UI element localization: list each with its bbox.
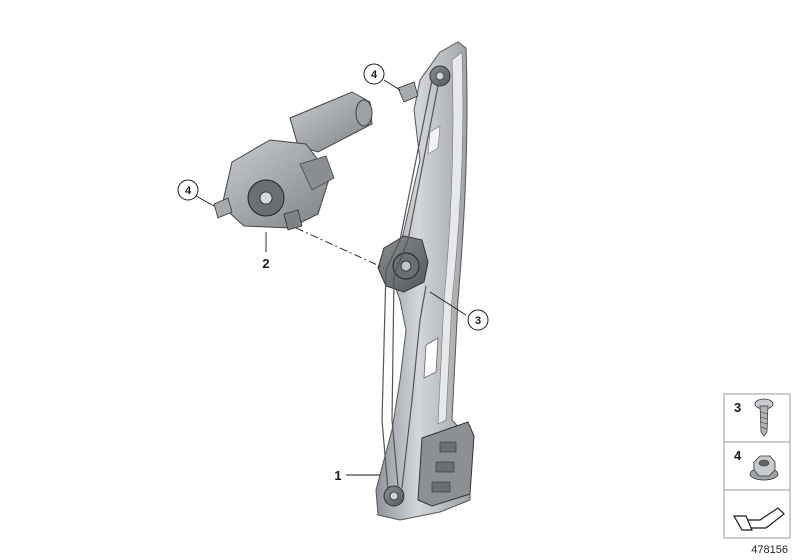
slider-clip-1 bbox=[439, 441, 457, 453]
motor-stud bbox=[213, 197, 233, 219]
assembly-axis bbox=[295, 227, 385, 269]
diagram-number: 478156 bbox=[751, 544, 788, 556]
callout-2-label: 2 bbox=[262, 256, 269, 271]
callout-4-top-label: 4 bbox=[371, 69, 378, 81]
screw-icon bbox=[754, 398, 774, 437]
bottom-pulley-hub bbox=[389, 491, 399, 501]
parts-legend: 3 4 bbox=[723, 393, 791, 539]
nut-icon bbox=[749, 455, 779, 481]
motor-output-shaft bbox=[259, 191, 273, 205]
rail-slot-mid bbox=[427, 125, 441, 155]
rail-slot-upper bbox=[423, 337, 439, 379]
leader-4-motor bbox=[195, 195, 215, 207]
leader-lines bbox=[195, 79, 467, 476]
leader-3 bbox=[429, 291, 467, 316]
legend-label-4: 4 bbox=[734, 448, 742, 463]
callout-4-motor-label: 4 bbox=[185, 185, 192, 197]
callout-4-motor: 4 bbox=[177, 179, 199, 201]
callout-3-label: 3 bbox=[475, 315, 481, 327]
callout-3: 3 bbox=[467, 309, 489, 331]
cable-drum-hub bbox=[400, 260, 412, 272]
direction-arrow-icon bbox=[732, 507, 785, 531]
motor-can-end bbox=[355, 99, 373, 127]
slider-clip-3 bbox=[431, 481, 451, 493]
callout-4-top: 4 bbox=[363, 63, 385, 85]
top-stud bbox=[397, 81, 419, 103]
cables bbox=[381, 79, 439, 491]
motor-mount-boss bbox=[283, 209, 303, 231]
rail-flange bbox=[437, 51, 464, 425]
callout-1-label: 1 bbox=[334, 468, 341, 483]
window-motor bbox=[213, 91, 373, 231]
connector-block bbox=[299, 155, 335, 191]
top-pulley-hub bbox=[435, 71, 445, 81]
legend-label-3: 3 bbox=[734, 400, 741, 415]
window-regulator bbox=[375, 41, 475, 521]
slider-clip-2 bbox=[435, 461, 455, 473]
leader-4-top bbox=[383, 79, 401, 91]
